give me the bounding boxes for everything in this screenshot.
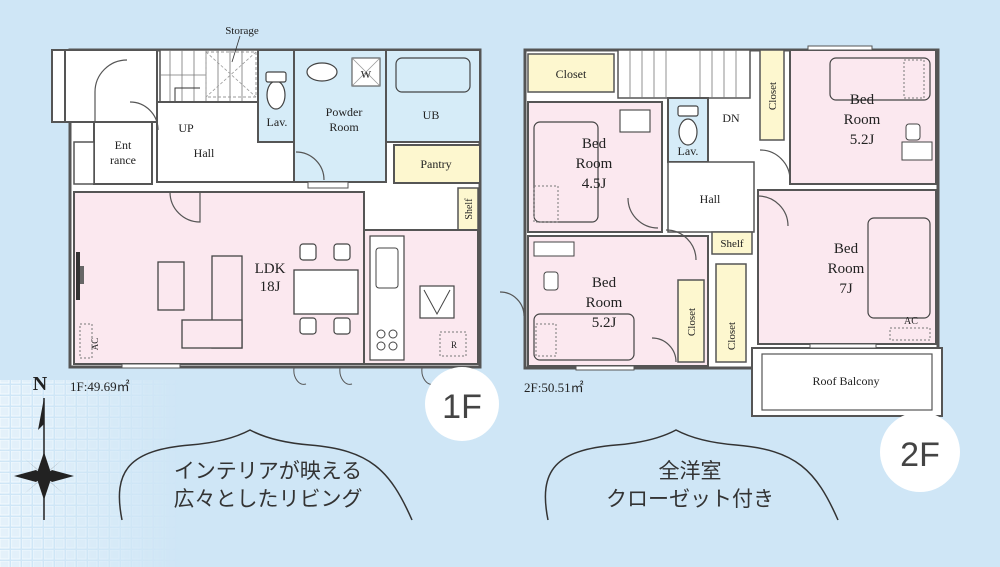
caption-2f-line-1: 全洋室 (659, 459, 722, 483)
pantry-label: Pantry (420, 157, 451, 171)
fridge-label: R (451, 340, 457, 350)
washer-label: W (361, 69, 372, 81)
bed45-label-3: 4.5J (582, 176, 607, 192)
up-label: UP (178, 121, 194, 135)
lav-label: Lav. (267, 115, 288, 129)
caption-1f-line-1: インテリアが映える (174, 459, 362, 483)
closet-right-top-label: Closet (767, 82, 779, 110)
floor-2-area: 2F:50.51㎡ (524, 380, 584, 395)
closet-top-label: Closet (556, 67, 587, 81)
entrance-label-1: Ent (115, 138, 132, 152)
bed52b-label-1: Bed (592, 275, 617, 291)
compass-north-label: N (33, 373, 48, 395)
floor-1-plan (51, 35, 482, 385)
caption-2f-line-2: クローゼット付き (606, 487, 774, 511)
ldk-label-2: 18J (260, 279, 281, 295)
ub-label: UB (423, 108, 440, 122)
bed52a-label-2: Room (844, 112, 881, 128)
bed7-label-3: 7J (839, 281, 853, 297)
bed7-label-2: Room (828, 261, 865, 277)
floor-1-area: 1F:49.69㎡ (70, 379, 130, 394)
caption-1f: インテリアが映える 広々としたリビング (118, 429, 413, 521)
powder-label-2: Room (329, 120, 359, 134)
floor-1-badge (425, 367, 499, 441)
lav-2f-label: Lav. (678, 144, 699, 158)
bed52b-label-3: 5.2J (592, 315, 617, 331)
ac-label-1f: AC (90, 338, 100, 351)
storage-label: Storage (225, 25, 259, 37)
roof-balcony-label: Roof Balcony (813, 374, 880, 388)
floor-2-badge (880, 412, 960, 492)
caption-1f-line-2: 広々としたリビング (174, 487, 363, 511)
bed45-label-1: Bed (582, 136, 607, 152)
closet-mid2-label: Closet (726, 322, 738, 350)
bed52b-label-2: Room (586, 295, 623, 311)
caption-2f: 全洋室 クローゼット付き (544, 429, 839, 521)
hall-2f-label: Hall (700, 192, 721, 206)
closet-mid1-label: Closet (686, 308, 698, 336)
bed52a-label-3: 5.2J (850, 132, 875, 148)
powder-label-1: Powder (326, 105, 363, 119)
floor-1-labels: Storage Ent rance UP Hall Lav. Powder Ro… (70, 25, 475, 394)
floor-2-labels: Closet Bed Room 4.5J Lav. DN Hall Shelf … (524, 67, 918, 395)
floor-2-badge-text: 2F (900, 436, 940, 474)
shelf-2f-label: Shelf (720, 238, 744, 250)
floor-2-plan (499, 45, 943, 417)
hall-label: Hall (194, 146, 215, 160)
entrance-label-2: rance (110, 153, 136, 167)
dn-label: DN (722, 111, 740, 125)
bed52a-label-1: Bed (850, 92, 875, 108)
compass-icon: N (14, 373, 74, 520)
ldk-label-1: LDK (255, 261, 286, 277)
floor-1-badge-text: 1F (442, 388, 482, 426)
shelf-label: Shelf (464, 198, 475, 220)
ac-2f-label: AC (904, 316, 918, 327)
bed45-label-2: Room (576, 156, 613, 172)
bed7-label-1: Bed (834, 241, 859, 257)
